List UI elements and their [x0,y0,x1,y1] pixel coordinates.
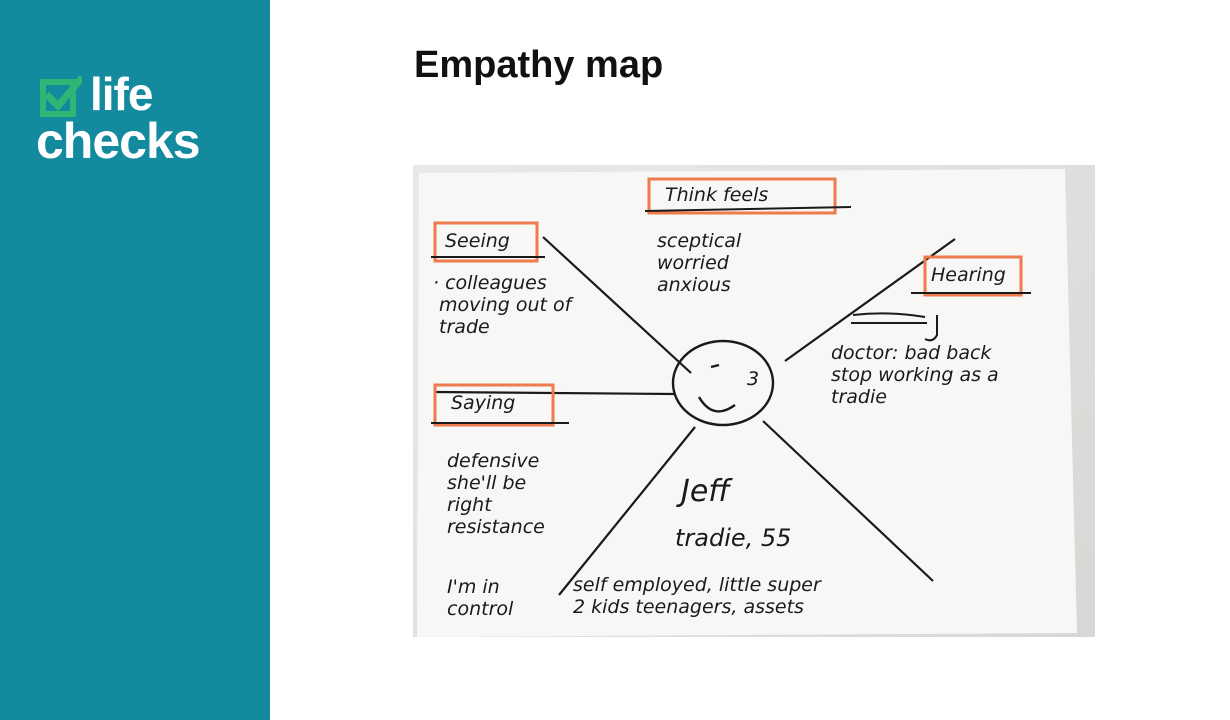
logo-text-checks: checks [36,113,201,169]
seeing-label: Seeing [445,230,510,252]
thinks-feels-notes: sceptical worried anxious [657,230,742,296]
paper-sheet [417,169,1077,637]
slide-title: Empathy map [414,44,664,86]
seeing-notes: · colleagues moving out of trade [433,272,572,338]
control-note: I'm in control [447,576,514,620]
saying-notes: defensive she'll be right resistance [447,450,545,538]
logo-text-life: life [90,68,153,120]
hearing-notes: doctor: bad back stop working as a tradi… [831,342,999,408]
hearing-label: Hearing [931,264,1006,286]
persona-role: tradie, 55 [675,524,792,552]
checkbox-icon [40,76,82,117]
face-number: 3 [747,368,760,390]
empathy-map-photo: Think feels sceptical worried anxious Se… [413,165,1095,637]
persona-details: self employed, little super 2 kids teena… [573,574,821,618]
thinks-feels-label: Think feels [665,184,769,206]
life-checks-logo: life checks [36,68,256,172]
persona-name: Jeff [681,474,730,509]
saying-label: Saying [451,392,516,414]
sidebar: life checks [0,0,270,720]
